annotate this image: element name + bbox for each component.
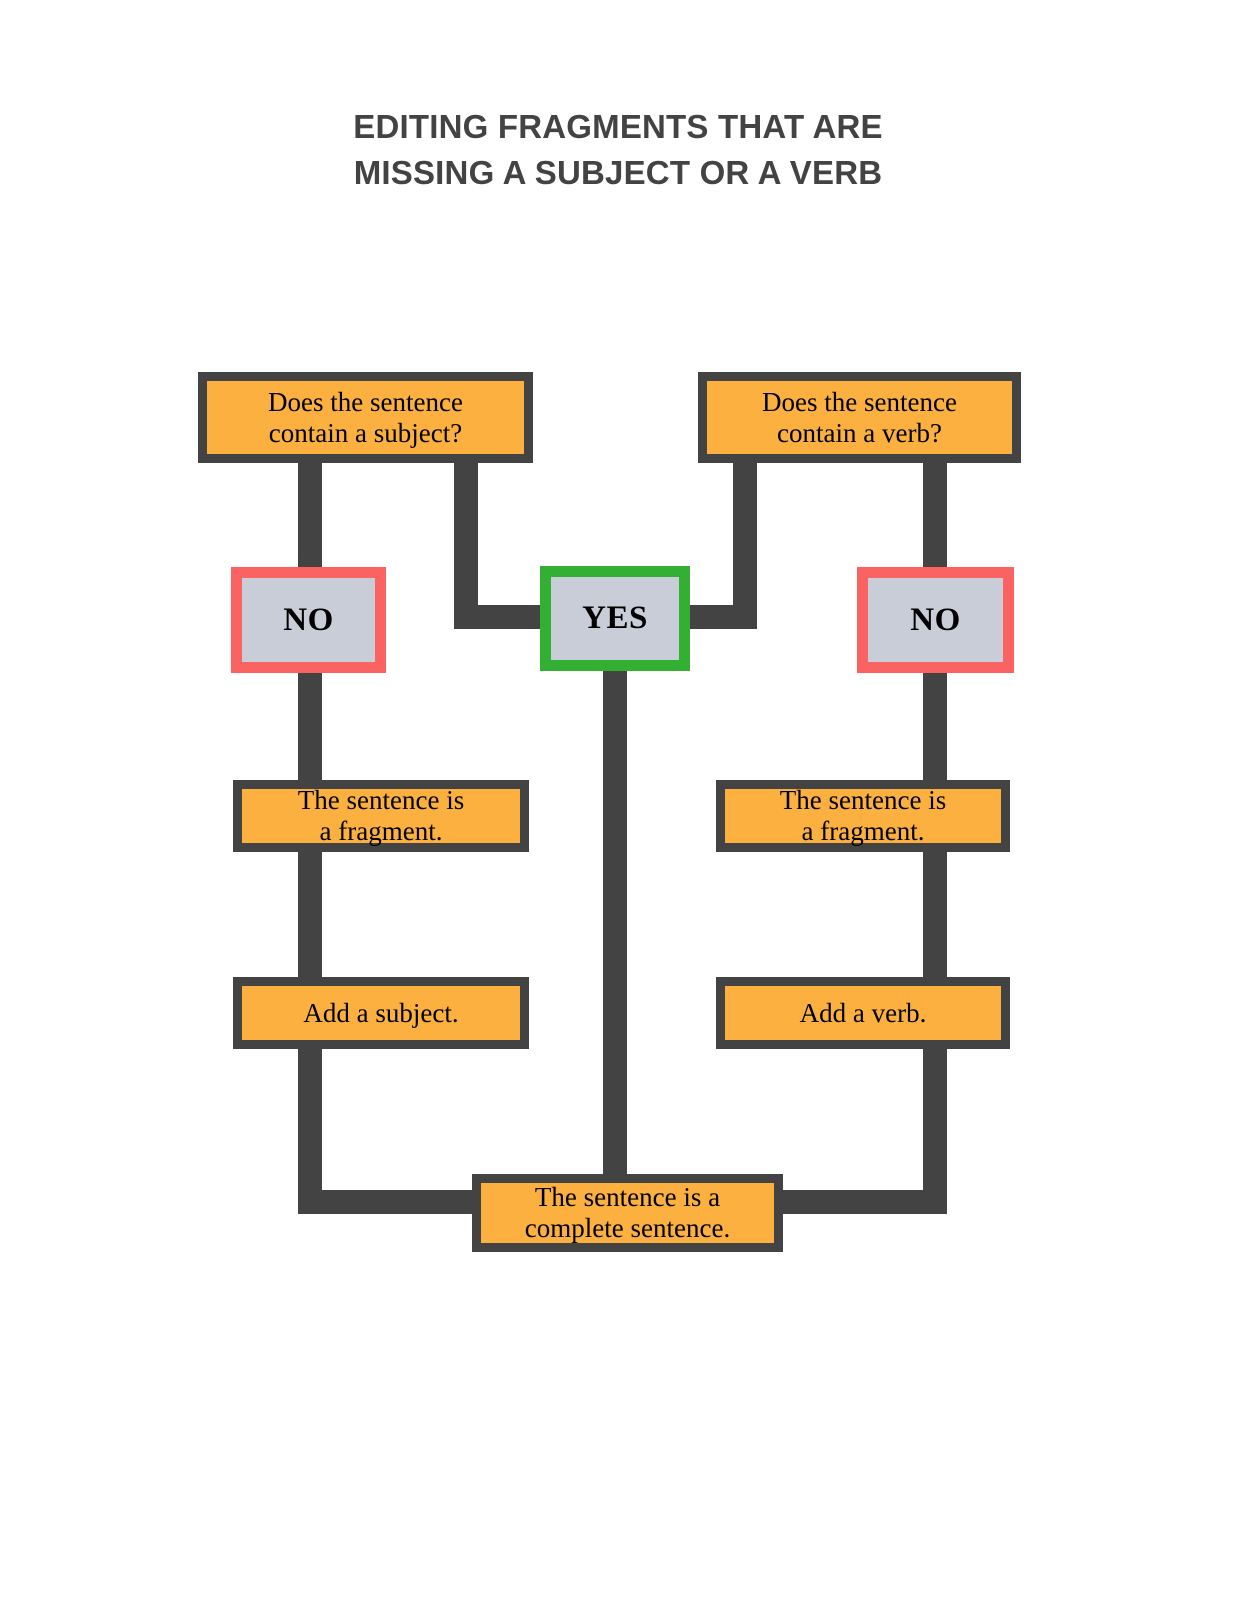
node-fragment-right[interactable]: The sentence is a fragment. [716,780,1010,852]
connector-add-subject-to-complete-vertical [298,1042,322,1214]
connector-no-right-to-fragment-right [923,660,947,790]
connector-yes-to-complete [603,662,627,1197]
page-title-line-1: EDITING FRAGMENTS THAT ARE [353,108,883,145]
connector-add-verb-to-complete-vertical [923,1042,947,1214]
connector-fragment-left-to-add-subject [298,845,322,985]
node-fragment-left-label: The sentence is a fragment. [297,785,465,846]
node-fragment-left[interactable]: The sentence is a fragment. [233,780,529,852]
page-title-line-2: MISSING A SUBJECT OR A VERB [353,154,883,191]
node-fragment-right-label: The sentence is a fragment. [779,785,947,846]
node-decision-no-left[interactable]: NO [231,567,386,673]
node-decision-yes-label: YES [582,600,648,636]
connector-add-subject-to-complete-horizontal [298,1190,488,1214]
node-question-verb[interactable]: Does the sentence contain a verb? [698,372,1021,463]
page-title: EDITING FRAGMENTS THAT ARE MISSING A SUB… [0,104,1236,196]
connector-fragment-right-to-add-verb [923,845,947,985]
node-add-subject[interactable]: Add a subject. [233,977,529,1049]
node-decision-no-right-label: NO [910,601,961,638]
node-add-verb-label: Add a verb. [799,997,927,1028]
connector-subject-to-no-left [298,455,322,580]
connector-subject-to-yes-horizontal [454,605,554,629]
node-question-subject[interactable]: Does the sentence contain a subject? [198,372,533,463]
connector-no-left-to-fragment-left [298,660,322,790]
node-question-subject-label: Does the sentence contain a subject? [268,386,463,448]
node-add-subject-label: Add a subject. [303,997,459,1028]
node-add-verb[interactable]: Add a verb. [716,977,1010,1049]
node-decision-no-left-label: NO [283,601,334,638]
connector-verb-to-no-right [923,455,947,580]
node-decision-yes[interactable]: YES [540,566,690,671]
node-complete-sentence-label: The sentence is a complete sentence. [524,1182,731,1243]
node-question-verb-label: Does the sentence contain a verb? [762,386,957,448]
connector-subject-to-yes-vertical [454,455,478,610]
connector-add-verb-to-complete-horizontal [765,1190,947,1214]
node-complete-sentence[interactable]: The sentence is a complete sentence. [472,1174,783,1252]
node-decision-no-right[interactable]: NO [857,567,1014,673]
connector-verb-to-yes-vertical [733,455,757,610]
